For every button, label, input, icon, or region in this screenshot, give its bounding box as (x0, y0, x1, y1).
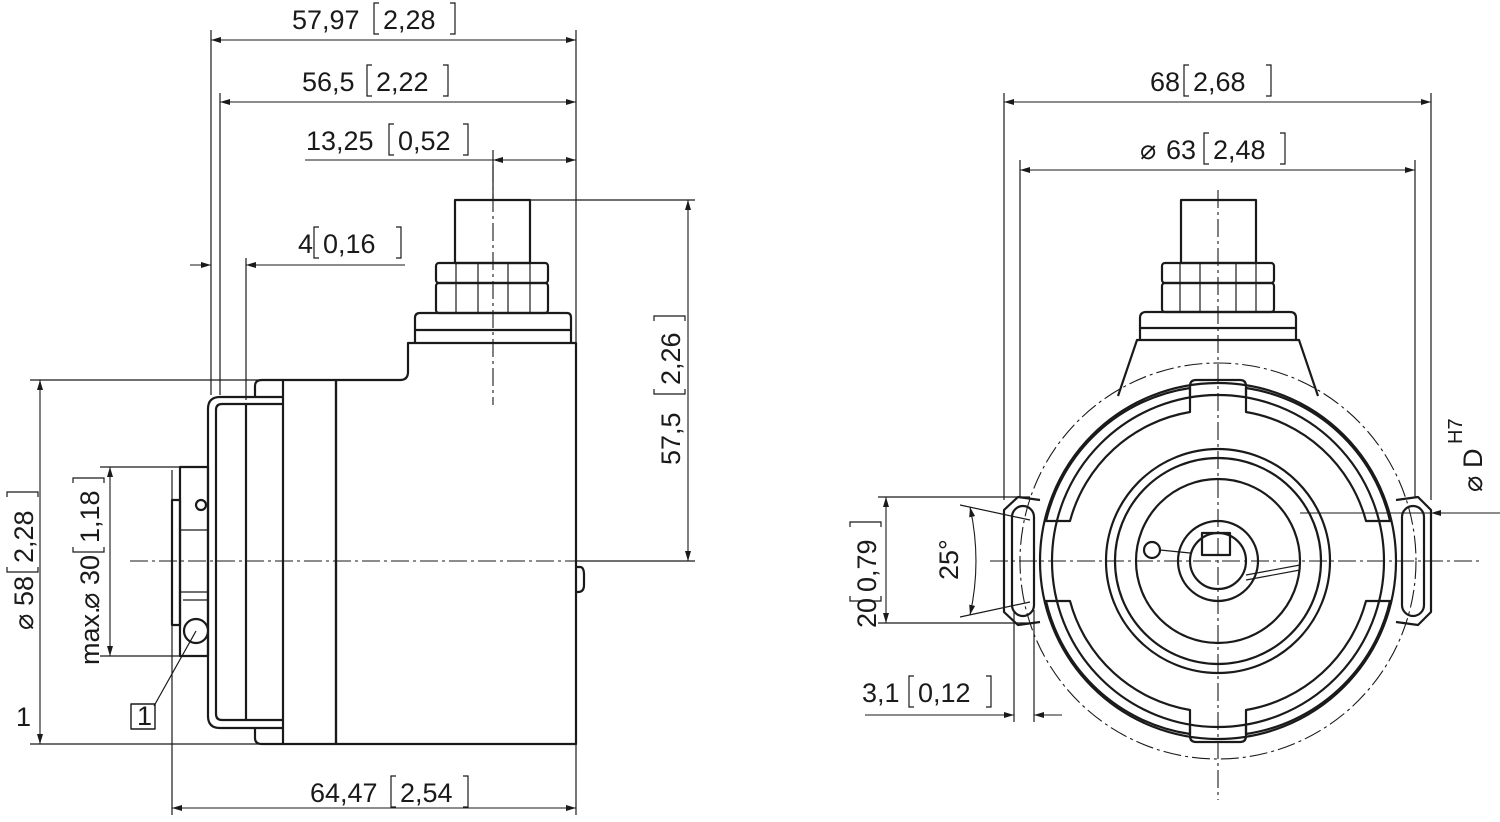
dim-slot-height-in: 0,79 (852, 539, 882, 592)
diameter-symbol: ⌀ (75, 593, 105, 609)
dim-body-diameter-in: 2,28 (9, 510, 39, 563)
dim-body-length-in: 2,22 (376, 67, 429, 97)
diameter-symbol: ⌀ (9, 614, 39, 630)
dim-bolt-circle-in: 2,48 (1213, 135, 1266, 165)
dim-bore-tolerance: H7 (1445, 418, 1467, 444)
dim-max-shaft-group: max. ⌀ 30 1,18 (72, 477, 105, 665)
dim-total-length: 64,47 (310, 778, 378, 808)
dim-flange-thickness-in: 0,16 (323, 229, 376, 259)
front-view (865, 93, 1500, 800)
dim-body-diameter-group: ⌀ 58 2,28 (6, 491, 39, 630)
dim-slot-height: 20 (852, 598, 882, 628)
dim-bore-group: ⌀ D H7 (1445, 418, 1488, 492)
diameter-symbol: ⌀ (1458, 476, 1488, 492)
dim-body-length: 56,5 (302, 67, 355, 97)
dim-body-diameter: 58 (9, 576, 39, 606)
dim-bore-symbol: D (1458, 449, 1488, 469)
dim-width: 68 (1150, 67, 1180, 97)
dim-height: 57,5 (656, 412, 686, 465)
dim-max-shaft-prefix: max. (75, 606, 105, 665)
dim-flange-thickness: 4 (298, 229, 313, 259)
side-view (30, 30, 695, 815)
callout-label: 1 (137, 701, 152, 731)
dim-bolt-circle: 63 (1166, 135, 1196, 165)
dim-total-length-in: 2,54 (400, 778, 453, 808)
dim-angle-group: 25° (934, 539, 964, 580)
dim-max-shaft: 30 (75, 555, 105, 585)
dim-width-in: 2,68 (1193, 67, 1246, 97)
dim-overall-length-in: 2,28 (383, 5, 436, 35)
dim-slot-width-in: 0,12 (918, 678, 971, 708)
dim-overall-length: 57,97 (292, 5, 360, 35)
callout-side-label: 1 (16, 702, 31, 732)
dim-slot-width: 3,1 (862, 678, 900, 708)
dim-angle: 25° (934, 539, 964, 580)
diameter-symbol: ⌀ (1140, 135, 1156, 165)
dim-height-group: 57,5 2,26 (653, 315, 686, 465)
dim-connector-offset: 13,25 (306, 126, 374, 156)
dim-slot-height-group: 20 0,79 (849, 521, 882, 628)
dim-max-shaft-in: 1,18 (75, 490, 105, 543)
dim-connector-offset-in: 0,52 (398, 126, 451, 156)
dim-height-in: 2,26 (656, 332, 686, 385)
